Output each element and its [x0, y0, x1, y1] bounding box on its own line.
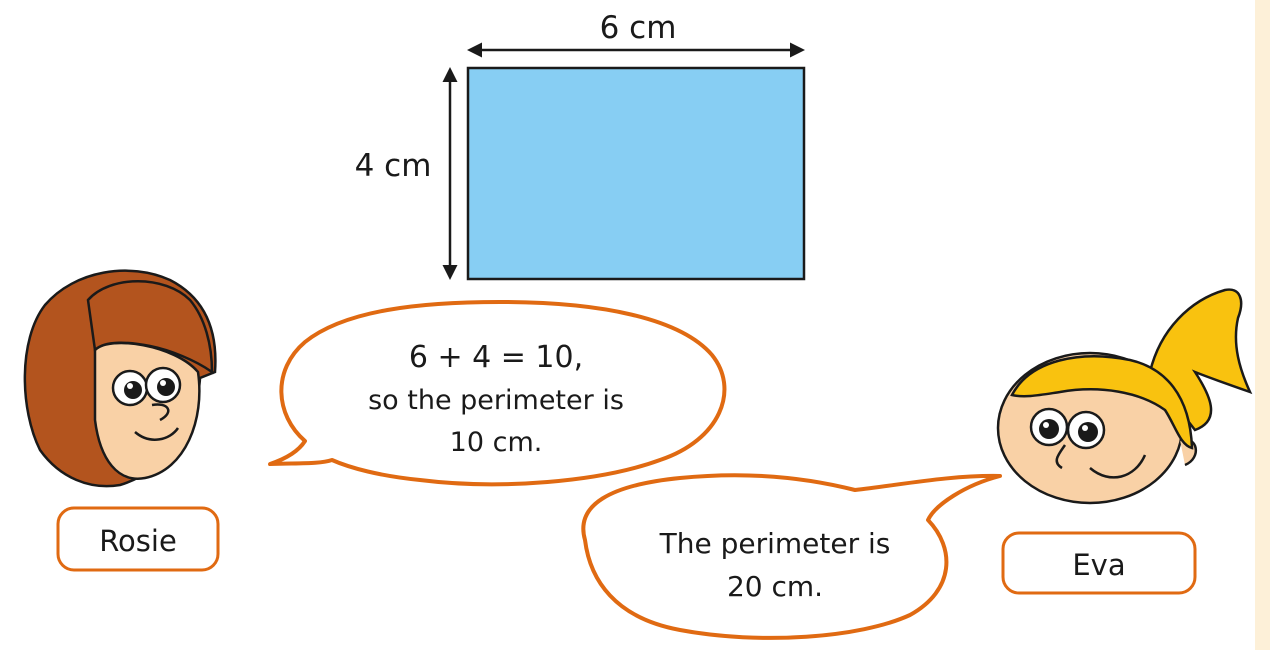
rosie-bubble-shape	[268, 300, 727, 487]
rosie-speech-line-1: 6 + 4 = 10,	[409, 340, 583, 375]
rosie-name-tag: Rosie	[56, 506, 220, 572]
eva-bubble-shape	[581, 473, 1002, 640]
eva-speech-bubble: The perimeter is 20 cm.	[581, 473, 1002, 640]
height-label: 4 cm	[355, 148, 432, 184]
rosie-smile	[134, 427, 180, 441]
rosie-character	[23, 269, 217, 488]
rosie-name: Rosie	[99, 524, 177, 558]
eva-character	[996, 288, 1253, 505]
blue-rectangle	[466, 66, 806, 281]
rosie-fringe	[86, 280, 214, 375]
eva-hair	[1010, 355, 1194, 450]
eva-name-tag: Eva	[1001, 531, 1197, 595]
rosie-speech-line-3: 10 cm.	[450, 427, 543, 458]
width-label: 6 cm	[600, 10, 677, 46]
rosie-speech-bubble: 6 + 4 = 10, so the perimeter is 10 cm.	[268, 300, 727, 487]
rosie-speech-line-2: so the perimeter is	[368, 385, 624, 416]
rosie-face	[93, 341, 201, 480]
rectangle-figure: 6 cm 4 cm	[355, 10, 806, 281]
eva-eyes	[1029, 407, 1106, 450]
eva-name: Eva	[1072, 548, 1125, 582]
eva-speech-line-1: The perimeter is	[659, 527, 891, 560]
rosie-eyes	[111, 366, 182, 407]
side-panel-strip	[1255, 0, 1270, 650]
eva-smile	[1089, 454, 1147, 479]
eva-speech-line-2: 20 cm.	[727, 570, 823, 603]
